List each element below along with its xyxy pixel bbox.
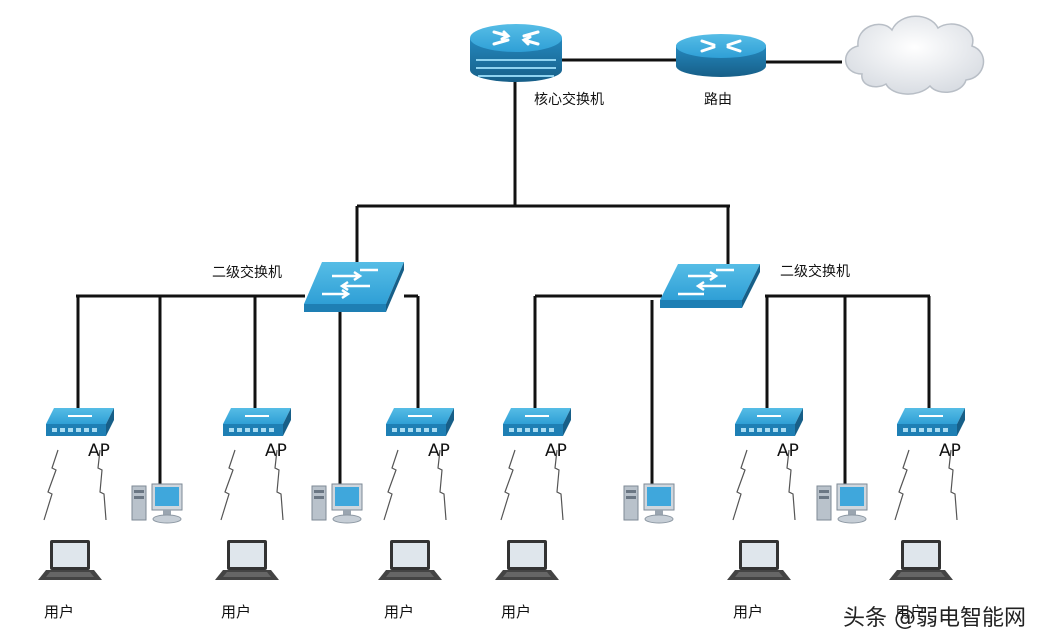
router-label: 路由 (704, 92, 732, 108)
l2-switch-left-label: 二级交换机 (212, 264, 282, 281)
ap-label: AP (428, 441, 450, 461)
access-point-icon (223, 408, 291, 436)
desktop-computer-icon (623, 483, 675, 524)
access-point-icon (735, 408, 803, 436)
l2-switch-right-icon (660, 264, 760, 308)
user-label: 用户 (384, 603, 414, 621)
wireless-signal-icon (500, 449, 564, 521)
ap-label: AP (777, 441, 799, 461)
ap-label: AP (545, 441, 567, 461)
ap-label: AP (88, 441, 110, 461)
laptop-icon (727, 540, 791, 580)
access-point-icon (46, 408, 114, 436)
user-label: 用户 (221, 603, 251, 621)
user-label: 用户 (44, 603, 74, 621)
desktop-computer-icon (131, 483, 183, 524)
access-point-icon (503, 408, 571, 436)
core-switch-icon (470, 24, 562, 82)
ap-label: AP (265, 441, 287, 461)
l2-switch-left-icon (304, 262, 404, 312)
desktop-computer-icon (816, 483, 868, 524)
router-icon (676, 34, 766, 77)
laptop-icon (38, 540, 102, 580)
watermark: 头条 @弱电智能网 (843, 606, 1026, 631)
wireless-signal-icon (43, 449, 107, 521)
core-switch-label: 核心交换机 (534, 91, 604, 108)
wireless-signal-icon (383, 449, 447, 521)
access-point-icon (897, 408, 965, 436)
user-label: 用户 (895, 603, 925, 621)
l2-switch-right-label: 二级交换机 (780, 263, 850, 280)
user-label: 用户 (733, 603, 763, 621)
access-layer-devices: AP 用户 AP 用户 AP 用户 AP 用户 AP 用户 AP 用户 (38, 408, 965, 621)
user-label: 用户 (501, 603, 531, 621)
connection-lines (76, 58, 931, 486)
wireless-signal-icon (732, 449, 796, 521)
laptop-icon (378, 540, 442, 580)
laptop-icon (889, 540, 953, 580)
laptop-icon (495, 540, 559, 580)
wireless-signal-icon (894, 449, 958, 521)
cloud-icon (845, 15, 985, 95)
ap-label: AP (939, 441, 961, 461)
desktop-computer-icon (311, 483, 363, 524)
laptop-icon (215, 540, 279, 580)
wireless-signal-icon (220, 449, 284, 521)
access-point-icon (386, 408, 454, 436)
